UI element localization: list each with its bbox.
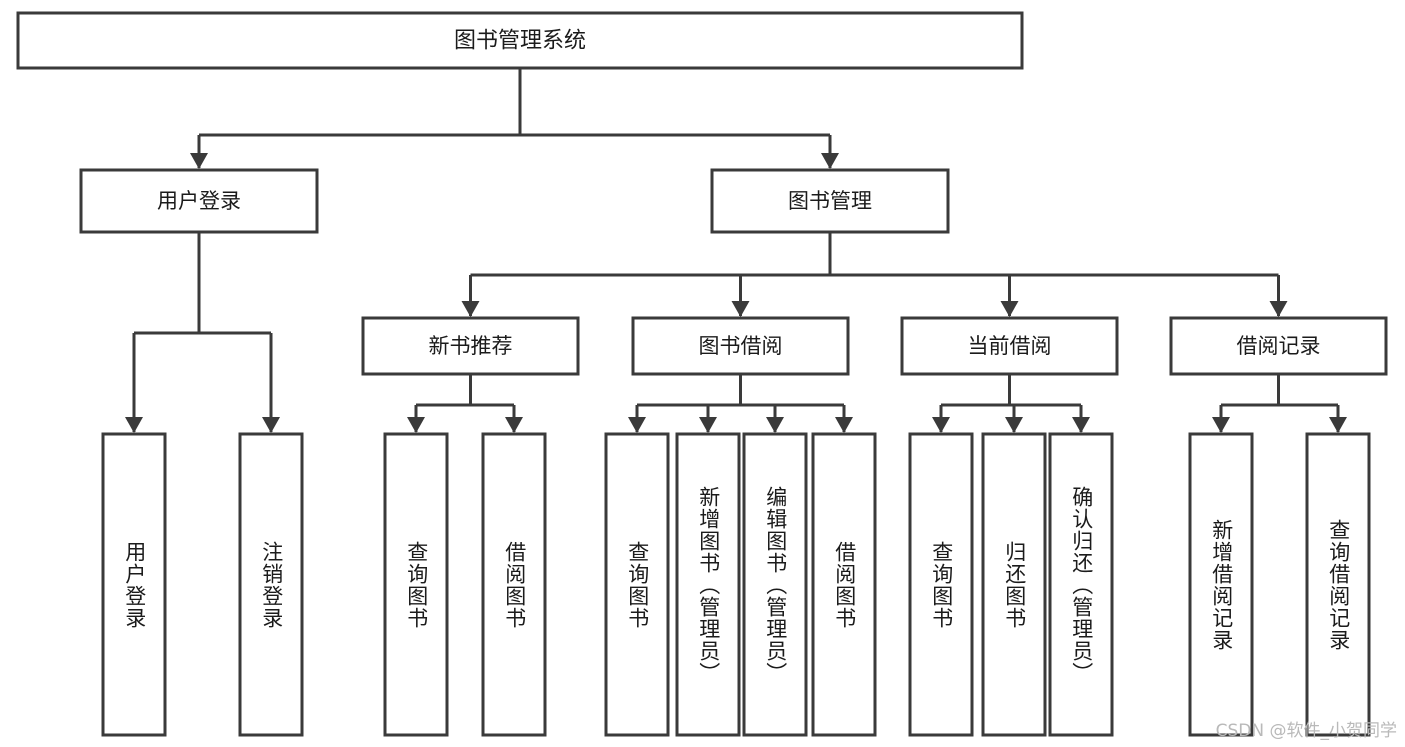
node-box-book-manage[interactable] [710, 168, 950, 234]
arrow-head-icon [262, 417, 280, 433]
watermark: CSDN @软件_小贺同学 [1215, 721, 1397, 741]
arrow-head-icon [628, 417, 646, 433]
node-box-leaf-edit-book[interactable] [742, 432, 808, 737]
node-label-user-login: 用户登录 [157, 189, 241, 213]
arrow-head-icon [835, 417, 853, 433]
node-label-current-borrow: 当前借阅 [968, 334, 1052, 358]
connector-layer [125, 68, 1347, 433]
arrow-head-icon [461, 301, 480, 317]
arrow-head-icon [1329, 417, 1347, 433]
node-box-leaf-query-book-cur[interactable] [908, 432, 974, 737]
node-box-root[interactable] [16, 11, 1024, 70]
arrow-head-icon [407, 417, 425, 433]
node-label-book-manage: 图书管理 [788, 189, 872, 213]
arrow-head-icon [505, 417, 523, 433]
arrow-head-icon [1269, 301, 1288, 317]
arrow-head-icon [1072, 417, 1090, 433]
node-box-new-book-rec[interactable] [361, 316, 580, 376]
node-box-leaf-add-book[interactable] [675, 432, 741, 737]
node-box-user-login[interactable] [79, 168, 319, 234]
node-label-root: 图书管理系统 [454, 29, 586, 54]
node-label-borrow-record: 借阅记录 [1237, 334, 1321, 358]
node-box-borrow-record[interactable] [1169, 316, 1388, 376]
arrow-head-icon [190, 153, 208, 169]
node-box-leaf-return-book[interactable] [981, 432, 1047, 737]
arrow-head-icon [125, 417, 143, 433]
node-box-leaf-user-login[interactable] [101, 432, 167, 737]
arrow-head-icon [766, 417, 784, 433]
node-box-leaf-query-book-rec[interactable] [383, 432, 449, 737]
arrow-head-icon [731, 301, 750, 317]
node-box-layer [16, 11, 1388, 737]
arrow-head-icon [821, 153, 839, 169]
node-box-leaf-borrow-book-rec[interactable] [481, 432, 547, 737]
node-label-book-borrow: 图书借阅 [699, 334, 783, 358]
node-box-current-borrow[interactable] [900, 316, 1119, 376]
node-box-leaf-user-logout[interactable] [238, 432, 304, 737]
node-box-leaf-confirm-return[interactable] [1048, 432, 1114, 737]
arrow-head-icon [1000, 301, 1019, 317]
node-label-new-book-rec: 新书推荐 [429, 334, 513, 358]
node-box-book-borrow[interactable] [631, 316, 850, 376]
node-box-leaf-query-record[interactable] [1305, 432, 1371, 737]
node-box-leaf-add-record[interactable] [1188, 432, 1254, 737]
arrow-head-icon [1212, 417, 1230, 433]
arrow-head-icon [1005, 417, 1023, 433]
arrow-head-icon [699, 417, 717, 433]
node-box-leaf-borrow-book[interactable] [811, 432, 877, 737]
arrow-head-icon [932, 417, 950, 433]
node-box-leaf-query-book-borrow[interactable] [604, 432, 670, 737]
